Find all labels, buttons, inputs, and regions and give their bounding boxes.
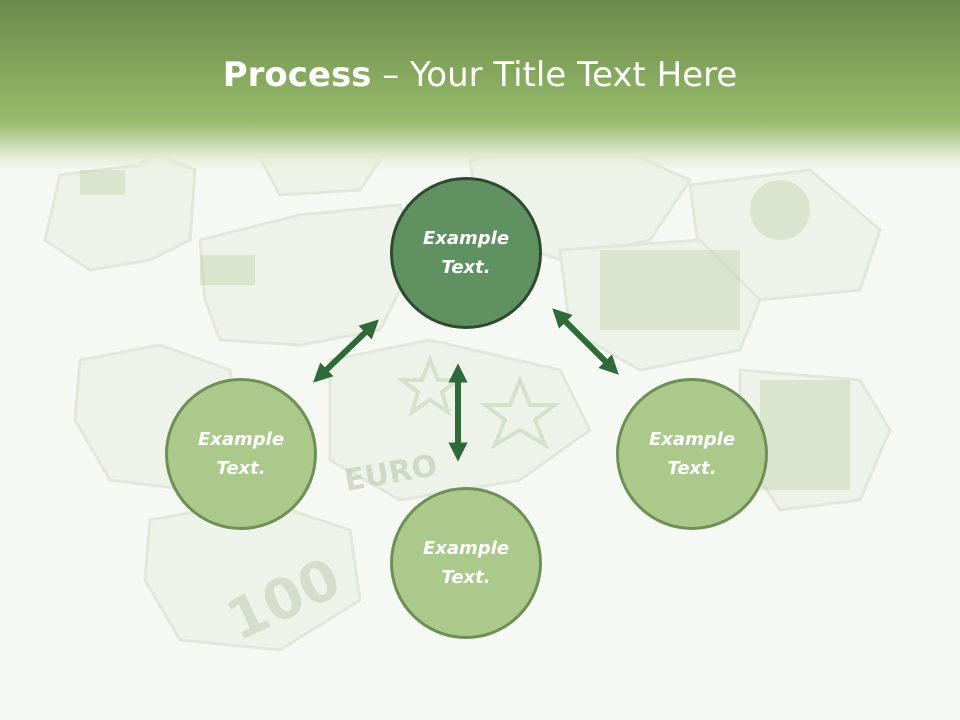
title-bold-part: Process xyxy=(222,55,372,95)
node-right-line2: Text. xyxy=(667,458,717,479)
node-center[interactable]: Example Text. xyxy=(390,177,542,329)
node-bottom[interactable]: Example Text. xyxy=(390,487,542,639)
node-bottom-line2: Text. xyxy=(441,567,491,588)
node-left-line2: Text. xyxy=(216,458,266,479)
title-rest-part: – Your Title Text Here xyxy=(371,55,738,95)
node-center-line1: Example xyxy=(422,228,510,249)
node-right-line1: Example xyxy=(648,429,736,450)
node-left[interactable]: Example Text. xyxy=(165,378,317,530)
node-center-line2: Text. xyxy=(441,257,491,278)
title-banner xyxy=(0,0,960,170)
node-bottom-line1: Example xyxy=(422,538,510,559)
node-left-line1: Example xyxy=(197,429,285,450)
node-right[interactable]: Example Text. xyxy=(616,378,768,530)
slide-title[interactable]: Process – Your Title Text Here xyxy=(0,52,960,98)
